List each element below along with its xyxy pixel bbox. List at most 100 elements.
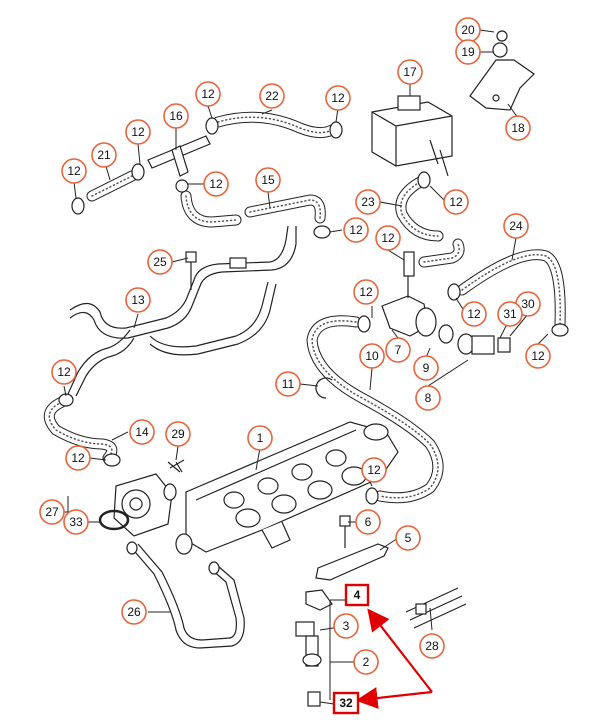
highlight-box-32[interactable]: 32 xyxy=(332,691,360,715)
callout-ring xyxy=(353,649,379,675)
callout-number: 12 xyxy=(67,164,81,178)
callout-ring xyxy=(275,371,301,397)
callout-11[interactable]: 11 xyxy=(275,371,301,397)
hose-22 xyxy=(212,111,338,139)
callout-number: 1 xyxy=(257,431,264,445)
callout-9[interactable]: 9 xyxy=(413,355,439,381)
hose-clamps xyxy=(58,117,569,505)
callout-number: 20 xyxy=(461,23,475,37)
callout-number: 12 xyxy=(359,285,373,299)
callout-12[interactable]: 12 xyxy=(353,279,379,305)
callout-ring xyxy=(333,613,359,639)
highlight-arrows xyxy=(355,608,433,709)
callout-14[interactable]: 14 xyxy=(129,419,155,445)
callout-13[interactable]: 13 xyxy=(125,287,151,313)
callout-12[interactable]: 12 xyxy=(375,225,401,251)
callout-ring xyxy=(419,633,445,659)
callout-12[interactable]: 12 xyxy=(361,457,387,483)
callout-number: 12 xyxy=(209,177,223,191)
callout-22[interactable]: 22 xyxy=(259,83,285,109)
callout-number: 8 xyxy=(425,391,432,405)
callout-number: 24 xyxy=(509,219,523,233)
callout-28[interactable]: 28 xyxy=(419,633,445,659)
callout-number: 21 xyxy=(97,148,111,162)
callout-26[interactable]: 26 xyxy=(121,599,147,625)
callout-number: 12 xyxy=(71,451,85,465)
callout-15[interactable]: 15 xyxy=(255,167,281,193)
bracket-18 xyxy=(469,30,535,111)
callout-33[interactable]: 33 xyxy=(63,509,89,535)
callout-number: 12 xyxy=(131,125,145,139)
connector-16 xyxy=(147,135,211,193)
callout-8[interactable]: 8 xyxy=(415,385,441,411)
part-label-4: 4 xyxy=(354,588,361,602)
callout-number: 23 xyxy=(361,195,375,209)
bolt-29 xyxy=(169,459,185,473)
callout-7[interactable]: 7 xyxy=(385,337,411,363)
callout-21[interactable]: 21 xyxy=(91,142,117,168)
callout-ring xyxy=(375,225,401,251)
callout-12[interactable]: 12 xyxy=(65,445,91,471)
callout-number: 13 xyxy=(131,293,145,307)
callout-23[interactable]: 23 xyxy=(355,189,381,215)
callout-ring xyxy=(413,355,439,381)
callout-number: 29 xyxy=(171,427,185,441)
callout-ring xyxy=(121,599,147,625)
callout-12[interactable]: 12 xyxy=(325,85,351,111)
callout-ring xyxy=(359,343,385,369)
callout-number: 12 xyxy=(367,463,381,477)
callout-6[interactable]: 6 xyxy=(355,509,381,535)
hose-23 xyxy=(395,176,465,268)
callout-12[interactable]: 12 xyxy=(443,189,469,215)
callout-number: 30 xyxy=(521,297,535,311)
callout-number: 22 xyxy=(265,89,279,103)
callout-12[interactable]: 12 xyxy=(525,343,551,369)
callout-20[interactable]: 20 xyxy=(455,17,481,43)
callout-number: 12 xyxy=(57,365,71,379)
intake-manifold-1 xyxy=(175,421,399,555)
callout-2[interactable]: 2 xyxy=(353,649,379,675)
callout-27[interactable]: 27 xyxy=(39,499,65,525)
callout-number: 27 xyxy=(45,505,59,519)
callout-16[interactable]: 16 xyxy=(163,103,189,129)
callout-18[interactable]: 18 xyxy=(505,115,531,141)
callout-31[interactable]: 31 xyxy=(497,301,523,327)
callout-10[interactable]: 10 xyxy=(359,343,385,369)
callout-17[interactable]: 17 xyxy=(397,59,423,85)
callout-number: 25 xyxy=(153,255,167,269)
callout-ring xyxy=(325,85,351,111)
callout-12[interactable]: 12 xyxy=(203,171,229,197)
callout-ring xyxy=(255,167,281,193)
callout-ring xyxy=(125,287,151,313)
callout-12[interactable]: 12 xyxy=(61,158,87,184)
hose-21 xyxy=(86,170,138,202)
callout-number: 15 xyxy=(261,173,275,187)
callout-12[interactable]: 12 xyxy=(195,81,221,107)
ring-11 xyxy=(315,377,333,399)
callout-number: 33 xyxy=(69,515,83,529)
hose-14 xyxy=(43,396,118,464)
callout-ring xyxy=(91,142,117,168)
callout-25[interactable]: 25 xyxy=(147,249,173,275)
callout-12[interactable]: 12 xyxy=(461,301,487,327)
callout-3[interactable]: 3 xyxy=(333,613,359,639)
callout-29[interactable]: 29 xyxy=(165,421,191,447)
callout-19[interactable]: 19 xyxy=(455,39,481,65)
callout-5[interactable]: 5 xyxy=(395,525,421,551)
callout-number: 12 xyxy=(467,307,481,321)
callout-ring xyxy=(203,171,229,197)
callout-ring xyxy=(163,103,189,129)
callout-ring xyxy=(355,509,381,535)
callout-12[interactable]: 12 xyxy=(51,359,77,385)
callout-1[interactable]: 1 xyxy=(247,425,273,451)
hose-24 xyxy=(456,249,566,330)
callout-ring xyxy=(195,81,221,107)
part-label-32: 32 xyxy=(339,696,353,710)
callout-12[interactable]: 12 xyxy=(343,217,369,243)
callout-ring xyxy=(259,83,285,109)
callout-24[interactable]: 24 xyxy=(503,213,529,239)
clip-4 xyxy=(305,589,333,611)
highlight-box-4[interactable]: 4 xyxy=(344,583,370,607)
callout-number: 19 xyxy=(461,45,475,59)
callout-12[interactable]: 12 xyxy=(125,119,151,145)
